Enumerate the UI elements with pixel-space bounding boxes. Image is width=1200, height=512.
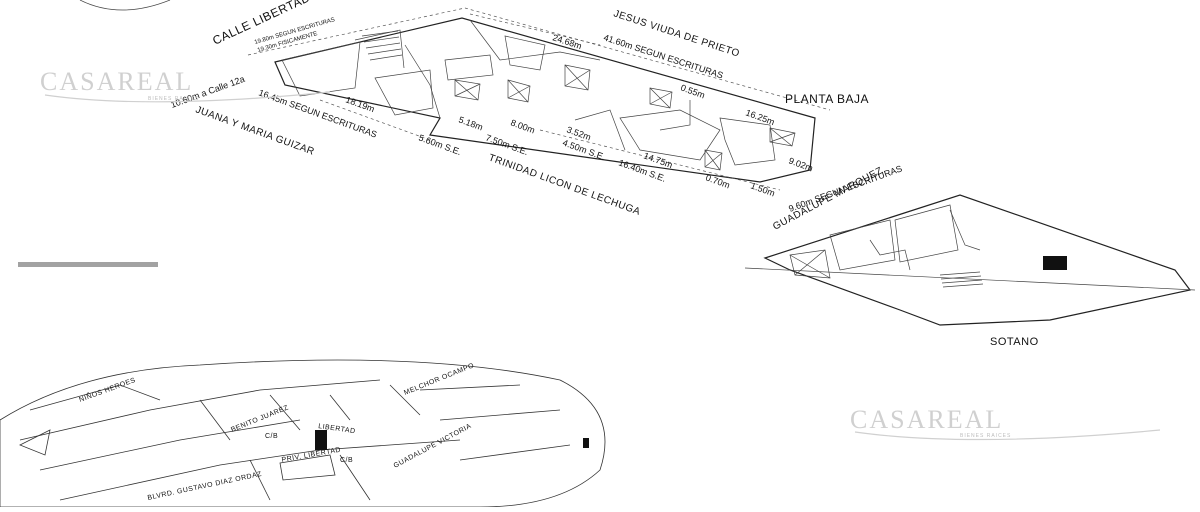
stair-wall [354, 29, 405, 69]
street-blvrd-diaz-ordaz: BLVRD. GUSTAVO DIAZ ORDAZ [147, 471, 263, 502]
room-1 [281, 41, 361, 97]
basement-room-1 [829, 219, 896, 271]
map-oval [0, 359, 606, 508]
interior-wall-4 [659, 100, 691, 131]
street-guadalupe-victoria: GUADALUPE VICTORIA [393, 423, 473, 470]
basement-hatch [1043, 256, 1067, 270]
basement-outline [763, 194, 1192, 326]
room-3 [444, 54, 494, 81]
street-benito-juarez: BENITO JUAREZ [230, 404, 290, 434]
map-label-cb-1: C/B [265, 433, 278, 440]
ground-floor-plan: CALLE LIBERTAD 19.80m SEGUN ESCRITURAS 1… [169, 0, 903, 233]
right-dim-5: 1.50m [749, 180, 776, 198]
watermark-tagline-top: BIENES RAICES [148, 96, 199, 102]
watermark-tagline-bottom: BIENES RAICES [960, 433, 1011, 439]
watermark-top: CASAREAL BIENES RAICES [40, 67, 331, 103]
room-6 [719, 117, 776, 166]
basement-baseline [744, 267, 1196, 291]
interior-wall-2 [469, 19, 601, 61]
bottom-dim-3: 8.00m [509, 117, 536, 135]
room-5 [619, 109, 721, 161]
interior-wall-1 [404, 44, 441, 119]
bottom-dim-1: 5.18m [457, 114, 484, 132]
right-dim-3: 9.02m [787, 155, 814, 173]
property-marker [315, 430, 327, 450]
left-neighbor-label: JUANA Y MARIA GUIZAR [194, 104, 316, 157]
basement-wall-2 [949, 209, 981, 251]
watermark-brand-top: CASAREAL [40, 67, 193, 96]
basement-plan: SOTANO [744, 194, 1196, 348]
ground-floor-title: PLANTA BAJA [785, 92, 869, 106]
basement-stair [939, 271, 984, 288]
watermark-brand-bottom: CASAREAL [850, 405, 1003, 434]
basement-room-2 [894, 204, 959, 263]
stair [361, 30, 403, 61]
room-4 [504, 35, 546, 71]
dim-line-2 [539, 129, 781, 191]
right-dim-4: 0.70m [704, 172, 731, 190]
map-marker-2 [583, 438, 589, 448]
basement-wall-1 [869, 239, 911, 271]
right-dim-1: 0.55m [679, 82, 706, 100]
top-neighbor-label: JESUS VIUDA DE PRIETO [612, 8, 741, 59]
bottom-dim-6: 4.50m S.E. [561, 137, 606, 162]
lot-outline [274, 17, 816, 183]
street-priv-libertad: PRIV. LIBERTAD [281, 447, 341, 464]
location-map: NIÑOS HEROES BENITO JUAREZ MELCHOR OCAMP… [0, 359, 606, 508]
dim-line-1 [469, 13, 601, 46]
property-line-top [247, 7, 831, 111]
street-melchor-ocampo: MELCHOR OCAMPO [403, 362, 475, 397]
interior-wall-3 [574, 109, 626, 151]
watermark-bottom: CASAREAL BIENES RAICES [850, 405, 1161, 441]
compass-arc [79, 0, 171, 11]
dim-line-3 [319, 99, 431, 141]
map-label-cb-2: C/B [340, 457, 353, 464]
scan-smudge [18, 262, 158, 267]
street-ninos-heroes: NIÑOS HEROES [78, 375, 137, 404]
right-dim-2: 16.25m [744, 107, 776, 127]
map-blocks [19, 379, 571, 501]
left-dim-2: 18.19m [344, 94, 376, 114]
basement-title: SOTANO [990, 336, 1039, 348]
room-2 [374, 69, 434, 116]
